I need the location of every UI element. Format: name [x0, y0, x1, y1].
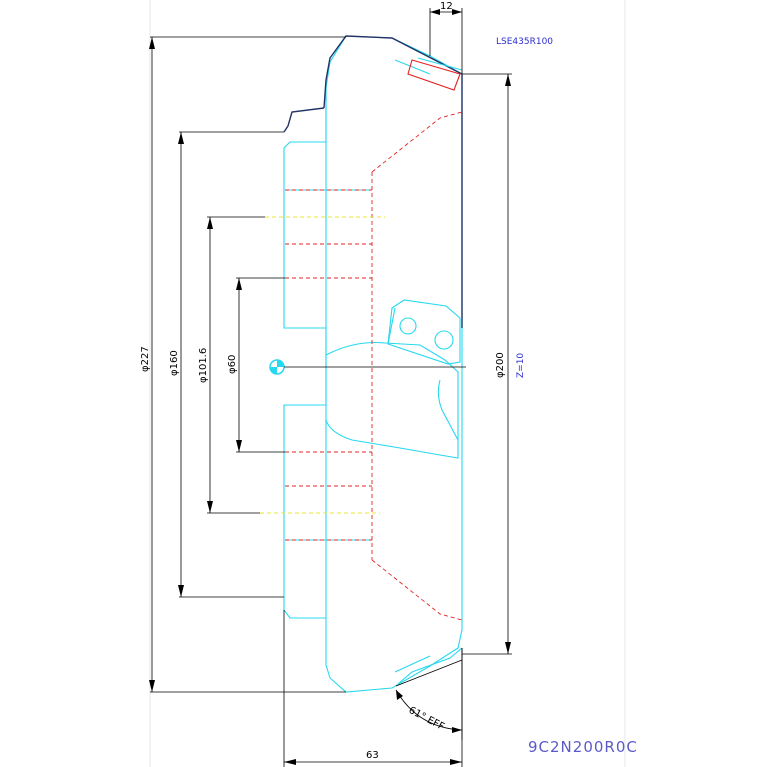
dim-width-top: 12: [440, 1, 453, 12]
dim-dia-227: φ227: [140, 346, 151, 372]
frame-lines: [149, 0, 626, 767]
dimension-lines: [149, 8, 512, 767]
dim-dia-160: φ160: [169, 350, 180, 376]
dim-dia-60: φ60: [227, 355, 238, 374]
dim-dia-200: φ200: [495, 352, 506, 378]
part-code: 9C2N200R0C: [528, 738, 638, 756]
center-mark: [269, 359, 466, 375]
hidden-lines: [285, 111, 463, 621]
teeth-count: Z=10: [516, 353, 526, 378]
insert-code: LSE435R100: [496, 37, 553, 47]
dim-dia-1016: φ101.6: [198, 348, 209, 383]
dim-width-bottom: 63: [366, 750, 379, 761]
profile-edge: [283, 35, 463, 328]
keyway-centerlines: [260, 216, 385, 514]
top-insert: [407, 57, 463, 91]
cutter-body-outline: [283, 35, 463, 693]
dim-angle: 61° EFF: [407, 705, 447, 733]
insert-pocket: [387, 299, 461, 365]
